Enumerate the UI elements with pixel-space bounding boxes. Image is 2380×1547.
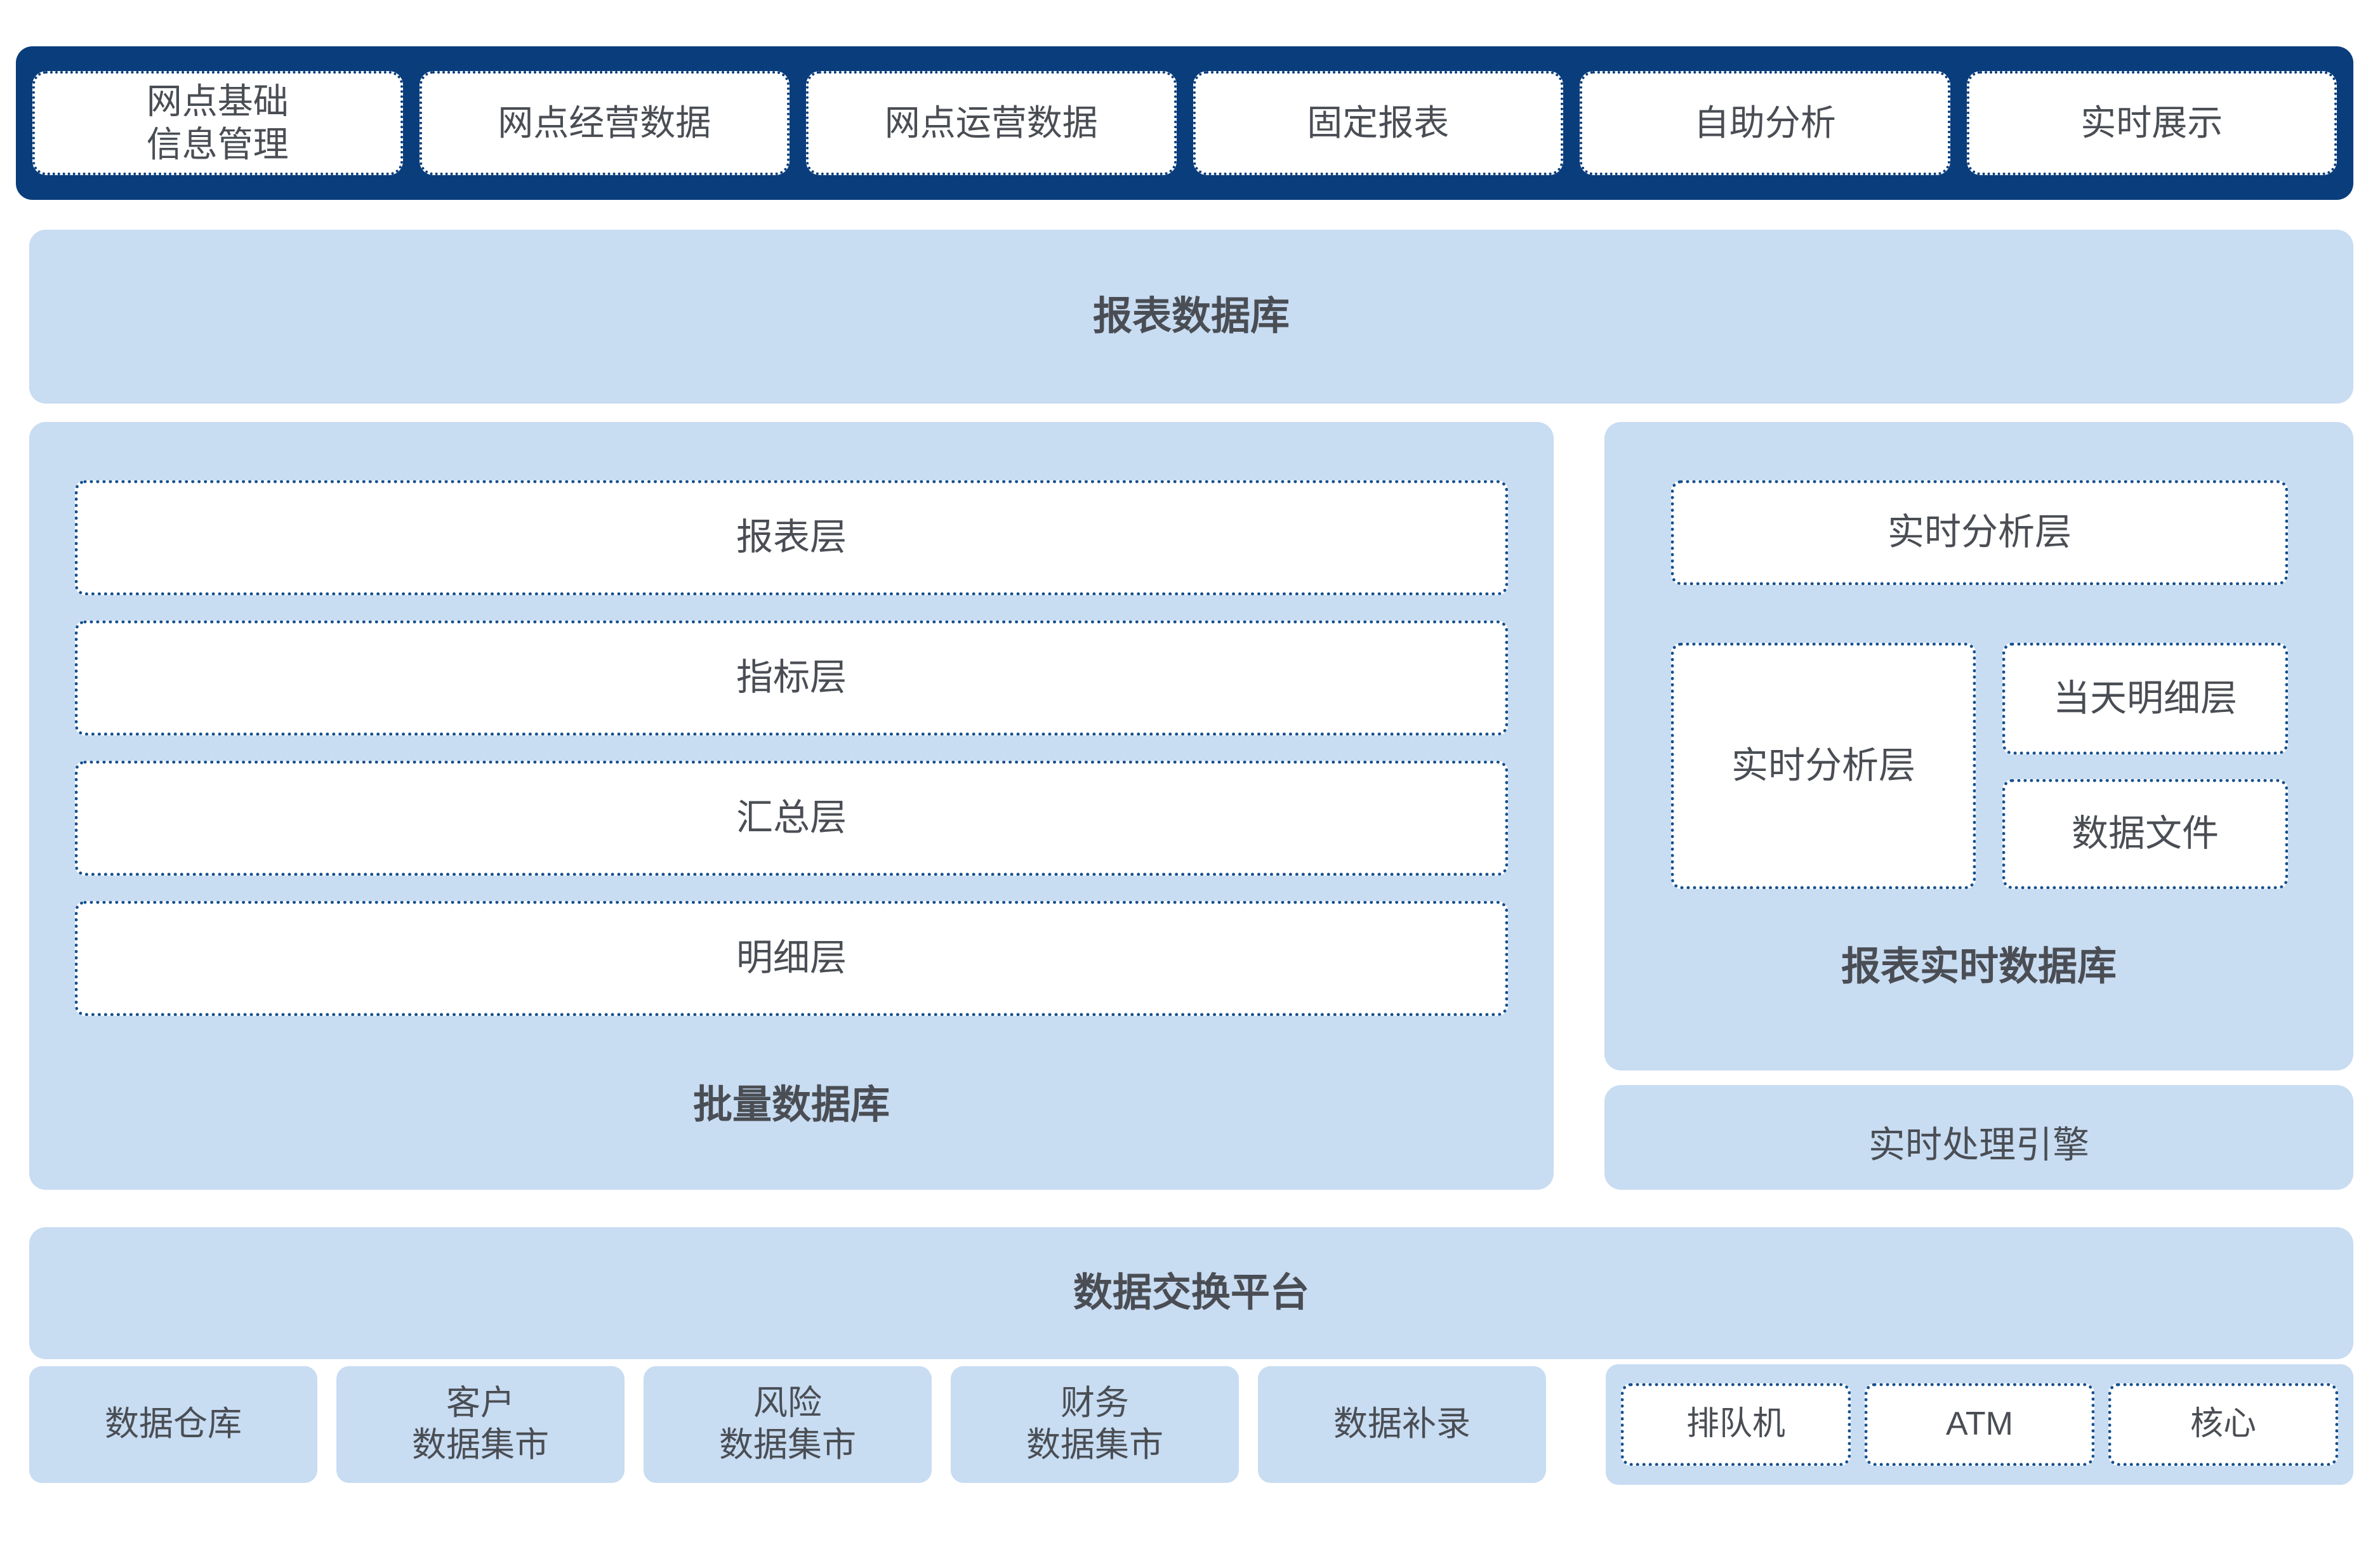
realtime-database-title-wrap: 报表实时数据库: [1604, 934, 2353, 991]
batch-layer-label: 报表层: [736, 517, 847, 558]
source-tile-customer-data-mart[interactable]: 客户 数据集市: [336, 1366, 625, 1483]
nav-tab-label: 网点基础 信息管理: [146, 81, 289, 164]
report-database-banner: 报表数据库: [29, 230, 2353, 404]
source-tile-data-warehouse[interactable]: 数据仓库: [29, 1366, 317, 1483]
nav-tab-self-service-analysis[interactable]: 自助分析: [1580, 71, 1950, 175]
batch-database-title-wrap: 批量数据库: [29, 1072, 1554, 1129]
channel-tile-queue-machine[interactable]: 排队机: [1621, 1383, 1851, 1466]
realtime-day-detail-label: 当天明细层: [2053, 677, 2237, 719]
realtime-data-file-label: 数据文件: [2071, 813, 2219, 855]
realtime-analysis-layer-top[interactable]: 实时分析层: [1671, 480, 2288, 585]
nav-tab-branch-basic-info[interactable]: 网点基础 信息管理: [32, 71, 403, 175]
channel-tile-label: ATM: [1946, 1405, 2013, 1443]
channel-source-group: 排队机 ATM 核心: [1606, 1364, 2353, 1485]
source-tile-label: 数据补录: [1333, 1405, 1471, 1444]
realtime-engine-title-wrap: 实时处理引擎: [1604, 1115, 2353, 1168]
nav-tab-label: 固定报表: [1307, 102, 1450, 143]
batch-layer-index[interactable]: 指标层: [75, 621, 1508, 735]
realtime-database-title: 报表实时数据库: [1841, 945, 2117, 989]
nav-tab-label: 网点运营数据: [884, 102, 1098, 143]
channel-tile-atm[interactable]: ATM: [1865, 1383, 2094, 1466]
realtime-engine-title: 实时处理引擎: [1868, 1124, 2089, 1166]
channel-tile-label: 核心: [2190, 1405, 2256, 1443]
realtime-analysis-layer-left[interactable]: 实时分析层: [1671, 643, 1976, 889]
source-tile-finance-data-mart[interactable]: 财务 数据集市: [951, 1366, 1239, 1483]
source-tile-label: 客户 数据集市: [412, 1384, 549, 1464]
nav-tab-branch-operation-data[interactable]: 网点运营数据: [806, 71, 1177, 175]
source-tile-risk-data-mart[interactable]: 风险 数据集市: [644, 1366, 932, 1483]
nav-tab-label: 实时展示: [2080, 102, 2223, 143]
nav-tab-fixed-report[interactable]: 固定报表: [1193, 71, 1563, 175]
batch-layer-label: 指标层: [736, 657, 847, 699]
nav-tab-realtime-display[interactable]: 实时展示: [1966, 71, 2337, 175]
report-database-label: 报表数据库: [1092, 294, 1290, 339]
data-exchange-platform-banner: 数据交换平台: [29, 1227, 2353, 1359]
channel-tile-core[interactable]: 核心: [2108, 1383, 2338, 1466]
batch-database-title: 批量数据库: [692, 1083, 890, 1127]
batch-layer-detail[interactable]: 明细层: [75, 901, 1508, 1016]
batch-layer-label: 汇总层: [736, 797, 847, 839]
realtime-data-file-box[interactable]: 数据文件: [2002, 779, 2288, 889]
data-exchange-platform-label: 数据交换平台: [1073, 1271, 1309, 1315]
nav-tab-label: 网点经营数据: [498, 102, 711, 143]
nav-tab-branch-business-data[interactable]: 网点经营数据: [419, 71, 790, 175]
source-tile-label: 数据仓库: [105, 1405, 242, 1444]
source-tile-data-supplement[interactable]: 数据补录: [1258, 1366, 1546, 1483]
top-nav-bar: 网点基础 信息管理 网点经营数据 网点运营数据 固定报表 自助分析 实时展示: [16, 46, 2353, 200]
batch-layer-label: 明细层: [736, 937, 847, 979]
batch-layer-report[interactable]: 报表层: [75, 480, 1508, 595]
realtime-engine-panel: [1604, 1085, 2353, 1190]
channel-tile-label: 排队机: [1686, 1405, 1785, 1443]
batch-layer-summary[interactable]: 汇总层: [75, 761, 1508, 876]
realtime-day-detail-layer[interactable]: 当天明细层: [2002, 643, 2288, 754]
source-tile-label: 风险 数据集市: [719, 1384, 856, 1464]
realtime-analysis-label: 实时分析层: [1887, 511, 2072, 553]
source-tile-label: 财务 数据集市: [1026, 1384, 1163, 1464]
realtime-analysis-label: 实时分析层: [1731, 744, 1915, 786]
nav-tab-label: 自助分析: [1693, 102, 1836, 143]
